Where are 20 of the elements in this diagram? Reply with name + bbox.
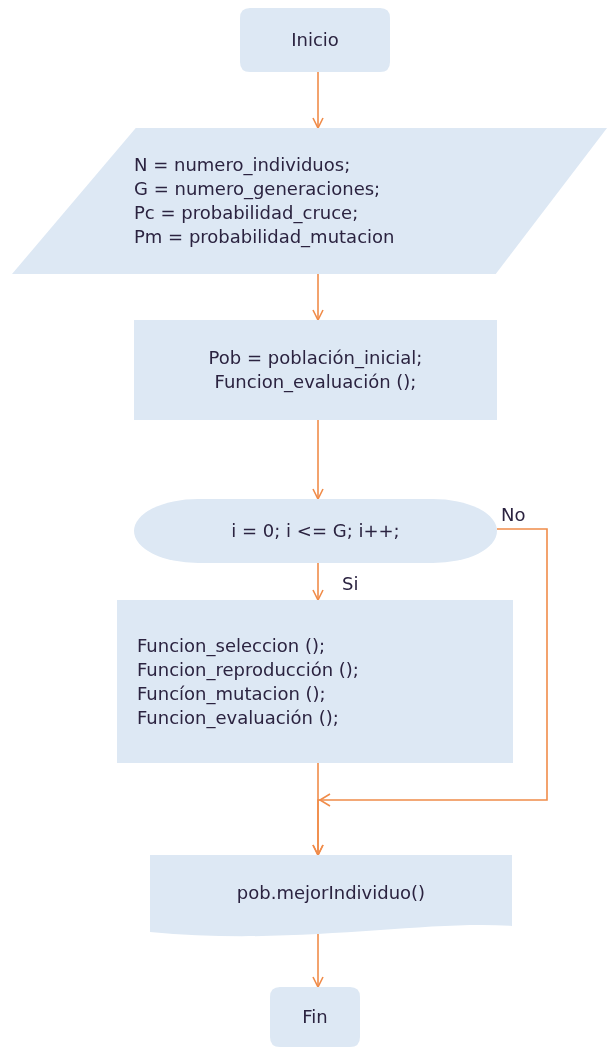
node-text: Funcion_evaluación (); (214, 370, 417, 394)
terminal-box (240, 8, 390, 72)
node-text: Inicio (291, 28, 339, 52)
node-text: pob.mejorIndividuo() (236, 880, 426, 905)
node-text: N = numero_individuos; (134, 153, 351, 177)
node-text: Funcion_reproducción (); (137, 657, 359, 682)
input-parallelogram (12, 128, 607, 274)
node-text: Pob = población_inicial; (208, 346, 423, 370)
process-box (117, 600, 513, 763)
terminal-box (270, 987, 360, 1047)
loop-condition-shape (134, 499, 497, 563)
node-text: G = numero_generaciones; (134, 177, 381, 201)
process-box (134, 320, 497, 420)
node-text: Funcíon_mutacion (); (137, 681, 326, 706)
node-text: Pc = probabilidad_cruce; (134, 201, 359, 225)
node-text: Fin (302, 1005, 328, 1029)
node-text: Pm = probabilidad_mutacion (134, 225, 395, 249)
node-text: Funcion_seleccion (); (137, 633, 326, 658)
node-text: Funcion_evaluación (); (137, 705, 339, 730)
node-text: i = 0; i <= G; i++; (231, 519, 400, 543)
